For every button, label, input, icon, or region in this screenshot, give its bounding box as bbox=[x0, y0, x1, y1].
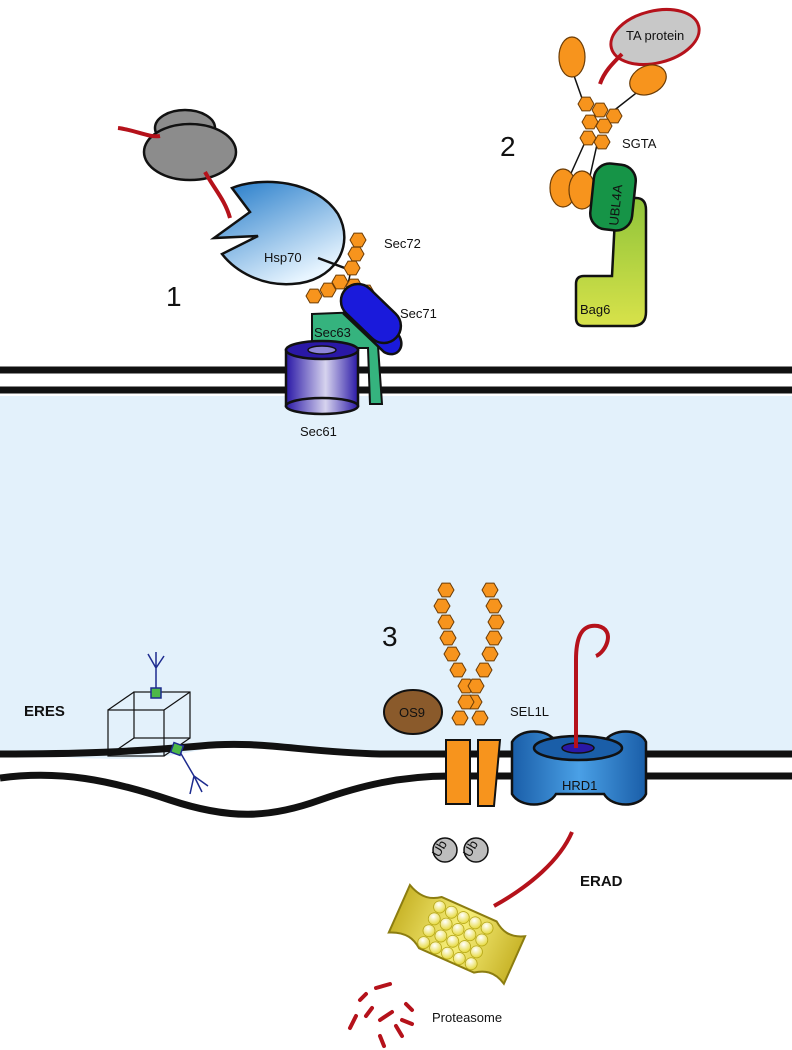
glycan-tree-bottom bbox=[169, 741, 209, 795]
ubiquitin-label-1: Ub bbox=[429, 838, 450, 860]
step-2-number: 2 bbox=[500, 131, 516, 162]
hsp70-shape bbox=[209, 180, 346, 286]
sec71-protein bbox=[339, 282, 403, 356]
step-1-number: 1 bbox=[166, 281, 182, 312]
ta-protein bbox=[598, 8, 701, 85]
proteasome-label: Proteasome bbox=[432, 1010, 502, 1025]
hrd1-protein bbox=[510, 730, 648, 806]
sel1l-label: SEL1L bbox=[510, 704, 549, 719]
ribosome bbox=[142, 108, 238, 182]
nascent-chain-1 bbox=[117, 126, 232, 219]
sec63-label: Sec63 bbox=[314, 325, 351, 340]
sec61-label: Sec61 bbox=[300, 424, 337, 439]
peptide-fragments bbox=[348, 982, 414, 1048]
os9-protein bbox=[383, 689, 443, 735]
os9-label: OS9 bbox=[399, 705, 425, 720]
er-membrane-bottom bbox=[0, 740, 792, 818]
sec71-label: Sec71 bbox=[400, 306, 437, 321]
sgta-protein bbox=[549, 36, 667, 210]
ubl4a-label: UBL4A bbox=[606, 183, 625, 226]
glycan-tree-top bbox=[147, 652, 165, 699]
proteasome bbox=[387, 883, 527, 986]
eres-label: ERES bbox=[24, 703, 65, 720]
hsp70-label: Hsp70 bbox=[264, 250, 302, 265]
step-3-number: 3 bbox=[382, 621, 398, 652]
ubl4a-protein bbox=[589, 162, 637, 232]
ta-protein-label: TA protein bbox=[626, 28, 684, 43]
misfolded-substrate-chain bbox=[493, 623, 610, 908]
ubiquitin-2 bbox=[463, 837, 489, 863]
sec61-channel bbox=[284, 339, 360, 416]
sec72-protein bbox=[305, 232, 375, 304]
hrd1-label: HRD1 bbox=[562, 778, 597, 793]
er-lumen bbox=[0, 396, 792, 759]
bag6-protein bbox=[574, 196, 648, 328]
er-membrane-top bbox=[0, 366, 792, 394]
bag6-label: Bag6 bbox=[580, 302, 610, 317]
sgta-label: SGTA bbox=[622, 136, 657, 151]
sec72-label: Sec72 bbox=[384, 236, 421, 251]
erad-label: ERAD bbox=[580, 873, 623, 890]
sel1l-protein bbox=[433, 582, 505, 807]
ubiquitin-1 bbox=[432, 837, 458, 863]
ubiquitin-label-2: Ub bbox=[460, 838, 481, 860]
